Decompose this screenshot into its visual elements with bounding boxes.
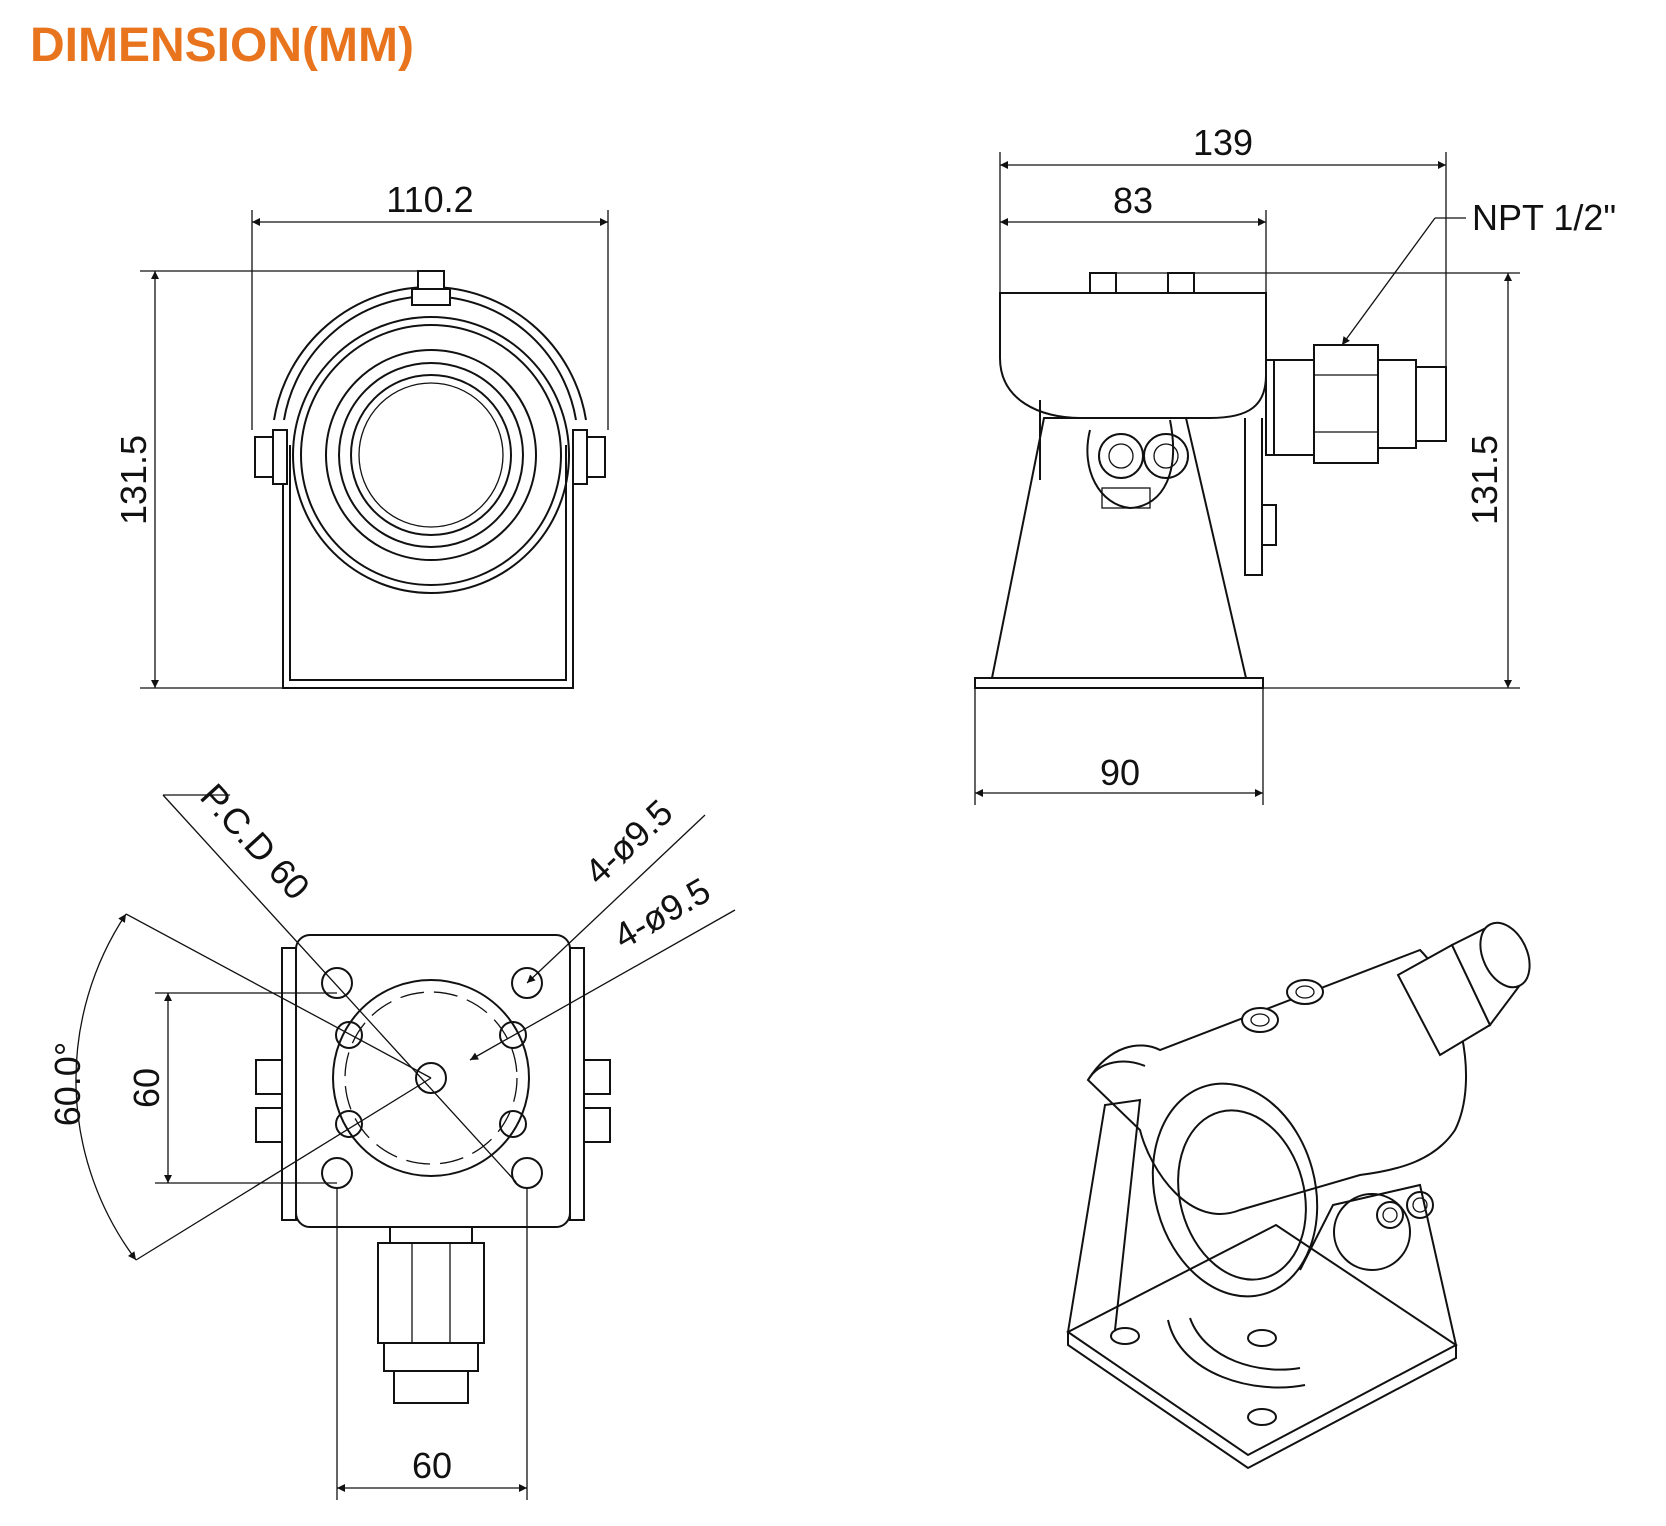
- front-width-label: 110.2: [386, 179, 473, 220]
- side-thread-label: NPT 1/2": [1472, 197, 1616, 238]
- bottom-pcd-callout: P.C.D 60: [162, 776, 517, 1183]
- side-hex-bolt-2: [1143, 433, 1189, 479]
- side-height-label: 131.5: [1464, 435, 1505, 525]
- bottom-hole-label-1: 4-ø9.5: [576, 791, 680, 892]
- bottom-right-knob-2: [583, 1107, 611, 1143]
- front-right-knob: [586, 436, 606, 478]
- side-housing: [999, 292, 1267, 419]
- bottom-pcd-label: P.C.D 60: [192, 776, 318, 908]
- front-height-label: 131.5: [113, 435, 154, 525]
- iso-sunshield: [1086, 948, 1467, 1215]
- front-height-dimension: 131.5: [113, 270, 418, 689]
- isometric-view: [1066, 921, 1531, 1470]
- iso-camera-front: [1151, 1082, 1319, 1298]
- front-left-knob: [254, 436, 274, 478]
- iso-top-fitting-2: [1286, 979, 1324, 1005]
- side-bracket: [991, 417, 1247, 679]
- iso-hex-bolt-1: [1376, 1201, 1404, 1229]
- side-housing-length-dimension: 83: [1000, 180, 1267, 293]
- side-housing-length-label: 83: [1113, 180, 1153, 221]
- side-rear-bolt: [1261, 504, 1277, 546]
- side-total-length-label: 139: [1193, 122, 1253, 163]
- front-camera-body: [292, 316, 570, 594]
- front-view: [254, 270, 606, 689]
- bottom-vertical-spacing-dimension: 60: [126, 992, 337, 1184]
- bottom-left-knob-1: [255, 1059, 283, 1095]
- side-top-fitting-1: [1089, 272, 1117, 294]
- side-hex-bolt-1: [1098, 433, 1144, 479]
- bottom-view: [255, 934, 611, 1404]
- mounting-hole-1: [321, 967, 353, 999]
- front-bracket: [282, 445, 574, 689]
- mounting-hole-4: [511, 1157, 543, 1189]
- iso-top-fitting-1: [1241, 1007, 1279, 1033]
- bottom-right-knob-1: [583, 1059, 611, 1095]
- iso-cable-gland: [1396, 921, 1531, 1057]
- front-left-knob-base: [272, 429, 288, 485]
- front-right-knob-base: [572, 429, 588, 485]
- bottom-cable-gland: [377, 1226, 485, 1404]
- bottom-center-hole: [415, 1062, 447, 1094]
- bottom-angle-dimension: 60.0°: [47, 913, 432, 1261]
- front-width-dimension: 110.2: [251, 179, 609, 430]
- side-top-fitting-2: [1167, 272, 1195, 294]
- front-lens: [350, 374, 512, 536]
- front-top-fitting-base: [411, 288, 451, 306]
- bottom-hole-label-2: 4-ø9.5: [606, 869, 717, 957]
- bottom-left-knob-2: [255, 1107, 283, 1143]
- bottom-camera-outline: [332, 979, 530, 1177]
- iso-lens: [1177, 1109, 1307, 1281]
- front-sunshield: [273, 286, 587, 421]
- bottom-angle-label: 60.0°: [47, 1042, 88, 1126]
- bottom-hole-callout-2: 4-ø9.5: [469, 869, 736, 1061]
- mounting-hole-2: [511, 967, 543, 999]
- side-base-length-dimension: 90: [974, 688, 1264, 805]
- side-base-plate: [974, 677, 1264, 689]
- side-thread-callout: NPT 1/2": [1341, 197, 1616, 346]
- page-title: DIMENSION(MM): [30, 19, 414, 72]
- bottom-vertical-spacing-label: 60: [126, 1068, 167, 1108]
- iso-hex-bolt-2: [1406, 1191, 1434, 1219]
- side-height-dimension: 131.5: [1116, 272, 1520, 689]
- side-cable-gland: [1265, 344, 1447, 464]
- bottom-horizontal-spacing-label: 60: [412, 1445, 452, 1486]
- bottom-horizontal-spacing-dimension: 60: [336, 1188, 528, 1500]
- side-total-length-dimension: 139: [999, 122, 1447, 367]
- side-base-length-label: 90: [1100, 752, 1140, 793]
- side-view: [974, 272, 1447, 689]
